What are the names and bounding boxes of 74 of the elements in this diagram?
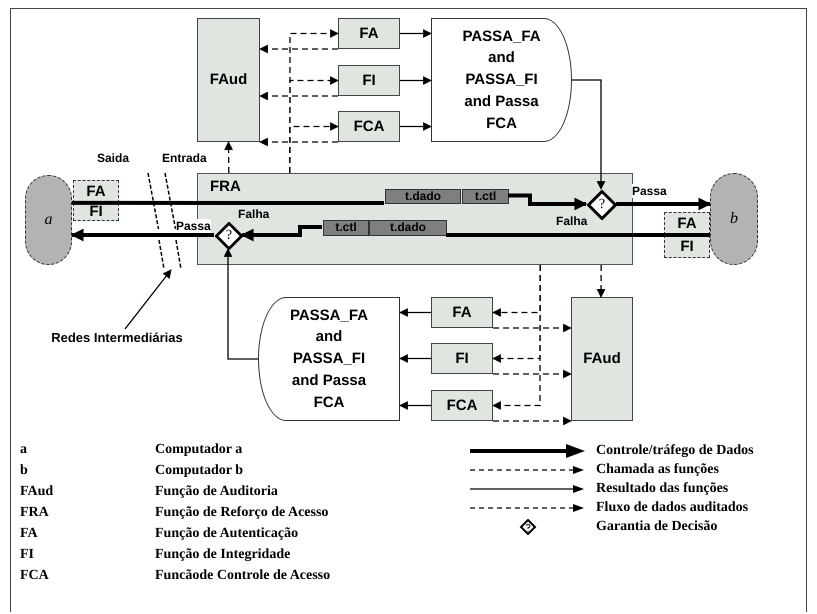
arrow bbox=[572, 79, 606, 190]
condition-box: PASSA_FA and PASSA_FI and Passa FCA bbox=[258, 297, 400, 421]
annotation-label: Saida bbox=[97, 151, 130, 165]
arrow bbox=[224, 248, 258, 360]
network-break-mark bbox=[158, 240, 184, 270]
function-box: FA bbox=[431, 297, 493, 328]
function-box: FCA bbox=[431, 390, 493, 421]
connector-line bbox=[72, 200, 384, 205]
abbreviation-definition: Função de Reforço de Acesso bbox=[155, 505, 328, 521]
edge-label: Passa bbox=[632, 184, 667, 198]
annotation-label: Redes Intermediárias bbox=[37, 329, 197, 347]
arrow bbox=[259, 138, 338, 146]
abbreviation-definition: Funcãode Controle de Acesso bbox=[155, 568, 330, 584]
function-box: FI bbox=[664, 235, 710, 258]
decision-diamond: ? bbox=[215, 222, 243, 250]
function-box: FI bbox=[431, 343, 493, 374]
arrow bbox=[124, 269, 172, 330]
condition-box: PASSA_FA and PASSA_FI and Passa FCA bbox=[431, 18, 572, 142]
annotation-label: Falha bbox=[556, 214, 588, 228]
abbreviation-term: a bbox=[20, 442, 27, 458]
function-box: FCA bbox=[338, 111, 400, 142]
arrow bbox=[70, 228, 214, 242]
arrow bbox=[493, 370, 572, 378]
edge-label: Passa bbox=[176, 219, 211, 233]
decision-diamond: ? bbox=[587, 190, 617, 220]
abbreviation-term: b bbox=[20, 463, 28, 479]
packet-box: t.dado bbox=[369, 220, 447, 236]
function-box: FA bbox=[338, 18, 400, 49]
function-box: FI bbox=[338, 65, 400, 96]
arrow bbox=[399, 308, 431, 317]
abbreviation-term: FCA bbox=[20, 568, 49, 584]
abbreviation-term: FI bbox=[20, 547, 34, 563]
arrow bbox=[492, 265, 541, 410]
abbreviation-term: FA bbox=[20, 526, 38, 542]
packet-box: t.ctl bbox=[323, 220, 369, 236]
arrow bbox=[289, 122, 339, 173]
legend-label: Chamada as funções bbox=[596, 462, 719, 478]
arrow bbox=[400, 122, 432, 131]
arrow bbox=[224, 141, 233, 173]
annotation-label: Falha bbox=[238, 207, 270, 221]
legend-label: Controle/tráfego de Dados bbox=[596, 442, 754, 458]
arrow bbox=[259, 44, 338, 54]
audit-box: FAud bbox=[197, 18, 260, 142]
arrow bbox=[616, 198, 712, 210]
computer-node: b bbox=[710, 173, 758, 265]
arrow bbox=[400, 29, 432, 38]
arrow bbox=[508, 194, 588, 210]
abbreviation-definition: Computador a bbox=[155, 442, 242, 458]
abbreviation-definition: Função de Integridade bbox=[155, 547, 290, 563]
panel-title: FRA bbox=[210, 178, 241, 196]
packet-box: t.ctl bbox=[462, 189, 509, 204]
arrow bbox=[259, 92, 338, 100]
audit-box: FAud bbox=[571, 297, 633, 421]
arrow bbox=[399, 354, 431, 363]
annotation-label: Entrada bbox=[162, 151, 207, 165]
arrow bbox=[400, 76, 432, 85]
arrow bbox=[596, 265, 606, 298]
abbreviation-definition: Função de Autenticação bbox=[155, 526, 298, 542]
connector-line bbox=[446, 233, 710, 237]
legend-label: Garantia de Decisão bbox=[596, 518, 718, 534]
function-box: FA bbox=[73, 180, 119, 203]
packet-box: t.dado bbox=[385, 189, 461, 204]
arrow bbox=[493, 324, 572, 332]
abbreviation-definition: Computador b bbox=[155, 463, 244, 479]
computer-node: a bbox=[25, 175, 72, 265]
legend-label: Fluxo de dados auditados bbox=[596, 500, 748, 516]
abbreviation-term: FAud bbox=[20, 484, 54, 500]
function-box: FA bbox=[664, 212, 710, 235]
abbreviation-term: FRA bbox=[20, 505, 49, 521]
arrow bbox=[399, 401, 431, 410]
abbreviation-definition: Função de Auditoria bbox=[155, 484, 278, 500]
legend-label: Resultado das funções bbox=[596, 480, 728, 496]
arrow bbox=[240, 225, 322, 242]
arrow bbox=[493, 416, 572, 426]
